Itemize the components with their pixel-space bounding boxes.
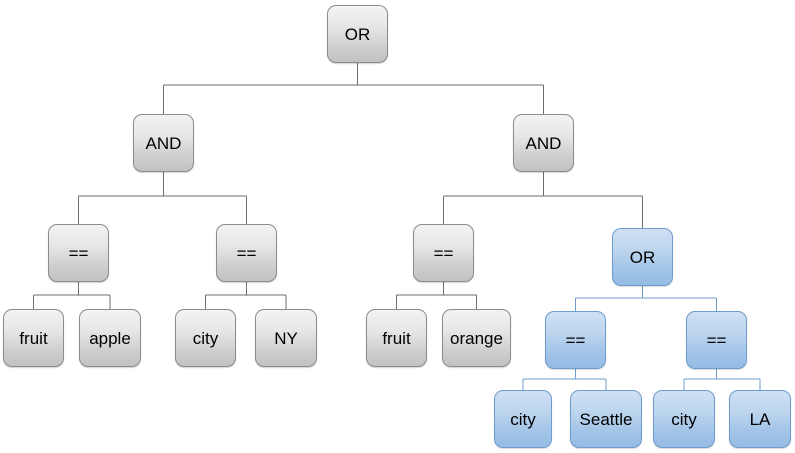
tree-node-eq_city_ny[interactable]: == bbox=[216, 224, 277, 282]
tree-node-leaf_fruit1[interactable]: fruit bbox=[3, 309, 64, 367]
tree-node-leaf_city3[interactable]: city bbox=[653, 390, 715, 448]
tree-node-label: == bbox=[68, 243, 89, 263]
tree-node-label: AND bbox=[525, 133, 562, 153]
tree-node-label: Seattle bbox=[579, 409, 633, 429]
tree-node-leaf_la[interactable]: LA bbox=[729, 390, 791, 448]
tree-node-label: fruit bbox=[382, 328, 411, 348]
tree-node-label: == bbox=[706, 330, 727, 350]
tree-node-label: orange bbox=[450, 328, 503, 348]
tree-node-leaf_apple[interactable]: apple bbox=[79, 309, 141, 367]
tree-node-label: LA bbox=[749, 409, 771, 429]
tree-node-label: == bbox=[433, 243, 454, 263]
tree-node-leaf_orange[interactable]: orange bbox=[442, 309, 511, 367]
tree-node-label: NY bbox=[274, 328, 298, 348]
tree-node-eq_fruit[interactable]: == bbox=[48, 224, 109, 282]
tree-node-and_left[interactable]: AND bbox=[133, 114, 194, 172]
tree-node-label: city bbox=[510, 409, 536, 429]
tree-node-leaf_city2[interactable]: city bbox=[494, 390, 552, 448]
tree-node-label: OR bbox=[344, 24, 371, 44]
tree-node-label: fruit bbox=[19, 328, 48, 348]
tree-node-label: AND bbox=[145, 133, 182, 153]
tree-node-eq_la[interactable]: == bbox=[686, 311, 747, 369]
tree-node-label: apple bbox=[89, 328, 131, 348]
tree-node-leaf_fruit2[interactable]: fruit bbox=[366, 309, 427, 367]
tree-node-or_blue[interactable]: OR bbox=[612, 228, 673, 286]
tree-node-leaf_seattle[interactable]: Seattle bbox=[570, 390, 642, 448]
tree-node-root[interactable]: OR bbox=[327, 5, 388, 63]
tree-node-eq_seattle[interactable]: == bbox=[545, 311, 606, 369]
tree-node-label: OR bbox=[629, 247, 656, 267]
tree-node-leaf_ny[interactable]: NY bbox=[255, 309, 317, 367]
tree-node-label: city bbox=[192, 328, 219, 348]
tree-node-eq_orange[interactable]: == bbox=[413, 224, 474, 282]
tree-node-and_right[interactable]: AND bbox=[513, 114, 574, 172]
tree-node-label: city bbox=[671, 409, 697, 429]
tree-node-leaf_city1[interactable]: city bbox=[175, 309, 236, 367]
tree-node-label: == bbox=[565, 330, 586, 350]
tree-node-label: == bbox=[236, 243, 257, 263]
